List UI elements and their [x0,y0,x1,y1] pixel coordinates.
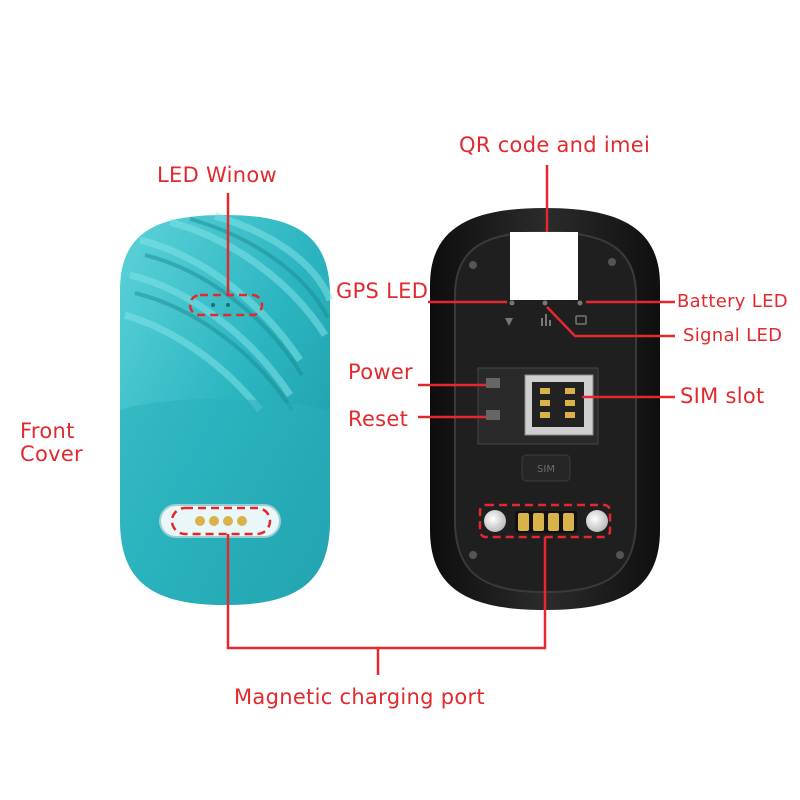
label-reset: Reset [348,407,409,431]
callout-lines [170,165,675,675]
led-dot-1 [211,303,215,307]
signal-led-hole [542,300,548,306]
gps-led-hole [509,300,515,306]
label-magnetic-port: Magnetic charging port [234,685,485,709]
battery-led-hole [577,300,583,306]
front-pin-3 [223,516,233,526]
back-case-device: SIM [430,208,660,610]
label-sim-slot: SIM slot [680,384,765,408]
label-front-cover-line2: Cover [20,442,83,466]
label-power: Power [348,360,413,384]
sim-marking: SIM [537,464,555,475]
label-front-cover-line1: Front [20,419,75,443]
front-cover-device [120,212,334,605]
qr-window [510,232,578,300]
label-led-window: LED Winow [157,163,277,187]
label-battery-led: Battery LED [677,291,788,312]
front-pin-2 [209,516,219,526]
power-button-shape [486,378,500,388]
label-qr-code: QR code and imei [459,133,651,157]
front-pin-1 [195,516,205,526]
reset-button-shape [486,410,500,420]
front-pin-4 [237,516,247,526]
led-dot-2 [226,303,230,307]
label-signal-led: Signal LED [683,325,783,346]
label-gps-led: GPS LED [336,279,429,303]
